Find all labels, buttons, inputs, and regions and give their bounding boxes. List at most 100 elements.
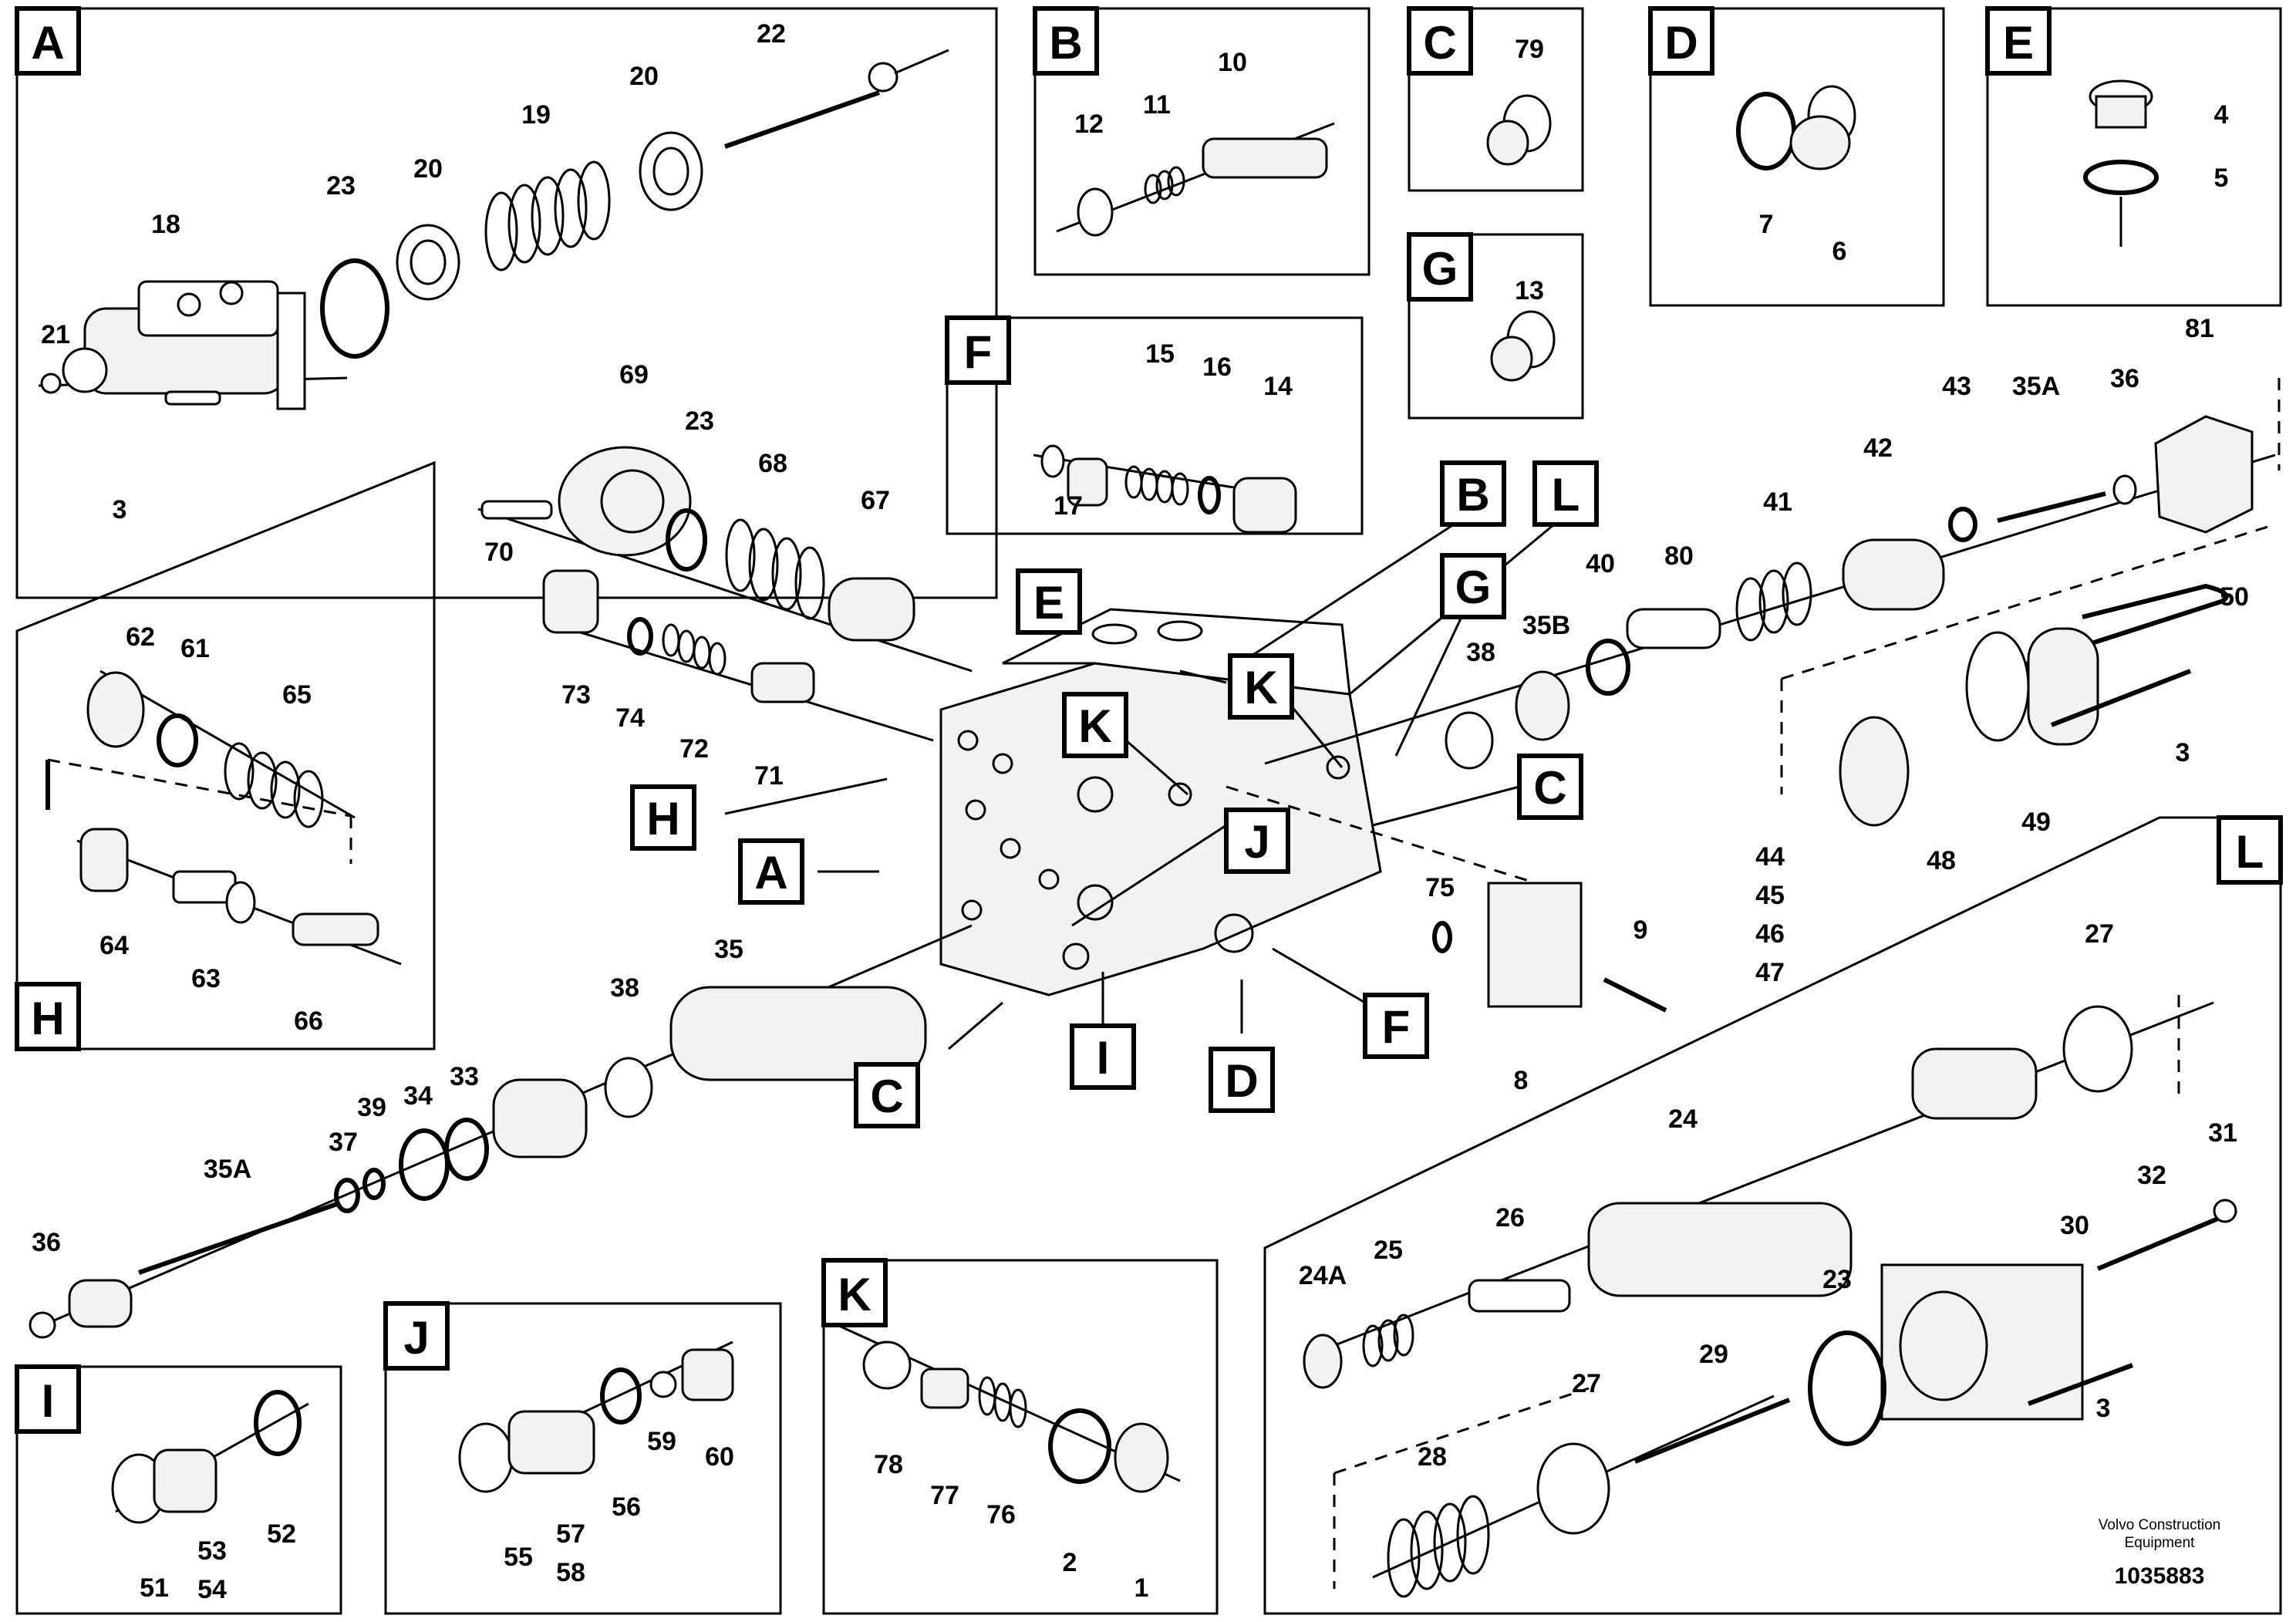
part-label: 65 [282, 680, 312, 710]
part-label: 43 [1942, 372, 1971, 401]
detail-label-c [1407, 6, 1473, 76]
part-label: 17 [1054, 491, 1083, 521]
detail-label-j [383, 1301, 450, 1371]
callout-b-text: B [1456, 469, 1489, 521]
callout-a-text: A [754, 847, 787, 899]
part-label: 49 [2021, 808, 2051, 837]
plug-62 [86, 671, 145, 748]
detail-frame-f [946, 316, 1364, 535]
bolt-3 [164, 390, 221, 406]
part-number-labels: 22 20 19 20 23 18 21 3 10 11 12 79 7 6 4… [32, 19, 2249, 1604]
part-label: 8 [1514, 1066, 1529, 1095]
ball-78 [862, 1340, 912, 1390]
callout-j-text: J [1244, 816, 1269, 868]
part-label: 64 [99, 931, 129, 960]
detail-label-d-text: D [1664, 17, 1698, 69]
detail-b-parts [1056, 122, 1335, 237]
part-label: 9 [1633, 916, 1648, 945]
part-label: 36 [2110, 364, 2139, 393]
part-label: 40 [1586, 549, 1615, 578]
part-label: 76 [986, 1500, 1016, 1529]
part-label: 7 [1759, 210, 1774, 239]
part-label: 47 [1755, 958, 1785, 987]
o-ring-61 [157, 713, 198, 767]
callout-a [738, 838, 804, 905]
piston-17 [1067, 457, 1108, 507]
detail-label-g [1407, 232, 1473, 302]
part-label: 51 [140, 1573, 169, 1603]
detail-frame-d [1649, 7, 1945, 307]
callout-e-text: E [1033, 577, 1064, 629]
callout-f-text: F [1382, 1001, 1411, 1053]
actuator-49 [2027, 627, 2099, 746]
detail-h-parts [46, 669, 402, 966]
detail-label-b [1033, 6, 1099, 76]
rod-35a-lower [138, 1201, 340, 1275]
housing-end-cap [62, 347, 108, 393]
part-label: 35A [204, 1155, 251, 1184]
part-label: 24A [1299, 1261, 1347, 1290]
part-label: 59 [647, 1427, 676, 1456]
part-label: 75 [1425, 873, 1455, 902]
part-label: 62 [126, 622, 155, 652]
part-label: 3 [2176, 738, 2190, 767]
part-label: 37 [329, 1128, 358, 1157]
callout-b [1440, 460, 1506, 527]
spring-72 [662, 623, 727, 676]
part-label: 74 [615, 703, 645, 733]
part-label: 50 [2220, 582, 2249, 612]
callout-h-text: H [646, 793, 679, 845]
detail-f-parts [1033, 444, 1297, 534]
o-ring-75 [1432, 921, 1452, 953]
ring-39 [362, 1168, 386, 1200]
callout-c-right [1517, 754, 1583, 820]
part-label: 3 [113, 495, 127, 524]
callout-k-right-text: K [1244, 662, 1277, 713]
part-label: 68 [758, 449, 787, 478]
part-label: 27 [1572, 1369, 1601, 1398]
plug-1 [1114, 1422, 1169, 1493]
washer-37 [334, 1178, 360, 1213]
part-label: 23 [1822, 1265, 1852, 1294]
spring-28 [1387, 1495, 1490, 1598]
detail-label-a-text: A [31, 17, 64, 69]
detail-j-parts [458, 1340, 734, 1493]
screw-9 [1603, 977, 1667, 1013]
part-label: 12 [1074, 110, 1104, 139]
part-label: 66 [294, 1007, 323, 1036]
o-ring-56 [600, 1367, 642, 1425]
housing-30 [1880, 1263, 2084, 1421]
spring-seat-27-lower [1536, 1442, 1610, 1535]
part-label: 35A [2012, 372, 2060, 401]
footer-block: Volvo Construction Equipment 1035883 [2099, 1517, 2220, 1589]
o-ring-23-l [1808, 1330, 1886, 1446]
part-label: 28 [1418, 1442, 1447, 1472]
valve-66 [292, 912, 379, 946]
washer-2 [1048, 1408, 1111, 1484]
plug-55 [458, 1422, 514, 1493]
detail-e-parts [2083, 79, 2159, 247]
spring-seat-38-lower [604, 1057, 653, 1118]
part-label: 1 [1135, 1573, 1149, 1603]
detail-d-parts [1736, 85, 1856, 170]
bolt-70 [480, 500, 553, 520]
washer-7 [1736, 92, 1796, 170]
part-label: 20 [629, 62, 659, 91]
detail-frame-e [1986, 7, 2282, 307]
part-label: 70 [484, 538, 514, 567]
detail-frame-b [1033, 7, 1371, 276]
drawing-number: 1035883 [2115, 1563, 2205, 1589]
detail-frame-l [1263, 816, 2282, 1615]
detail-frame-i [15, 1365, 342, 1615]
callout-c-bottom-text: C [870, 1071, 903, 1122]
screw-32 [2096, 1209, 2238, 1271]
rod-35a-upper [1997, 491, 2106, 523]
part-label: 69 [619, 360, 649, 389]
valve-26 [1468, 1279, 1571, 1313]
part-label: 73 [561, 680, 591, 710]
detail-letter-boxes: A B C D E F G H I J K L [15, 6, 2283, 1434]
flange-44 [1839, 716, 1910, 827]
screw-21 [40, 373, 62, 394]
detail-label-k [821, 1258, 888, 1327]
detail-i-parts [111, 1390, 309, 1524]
